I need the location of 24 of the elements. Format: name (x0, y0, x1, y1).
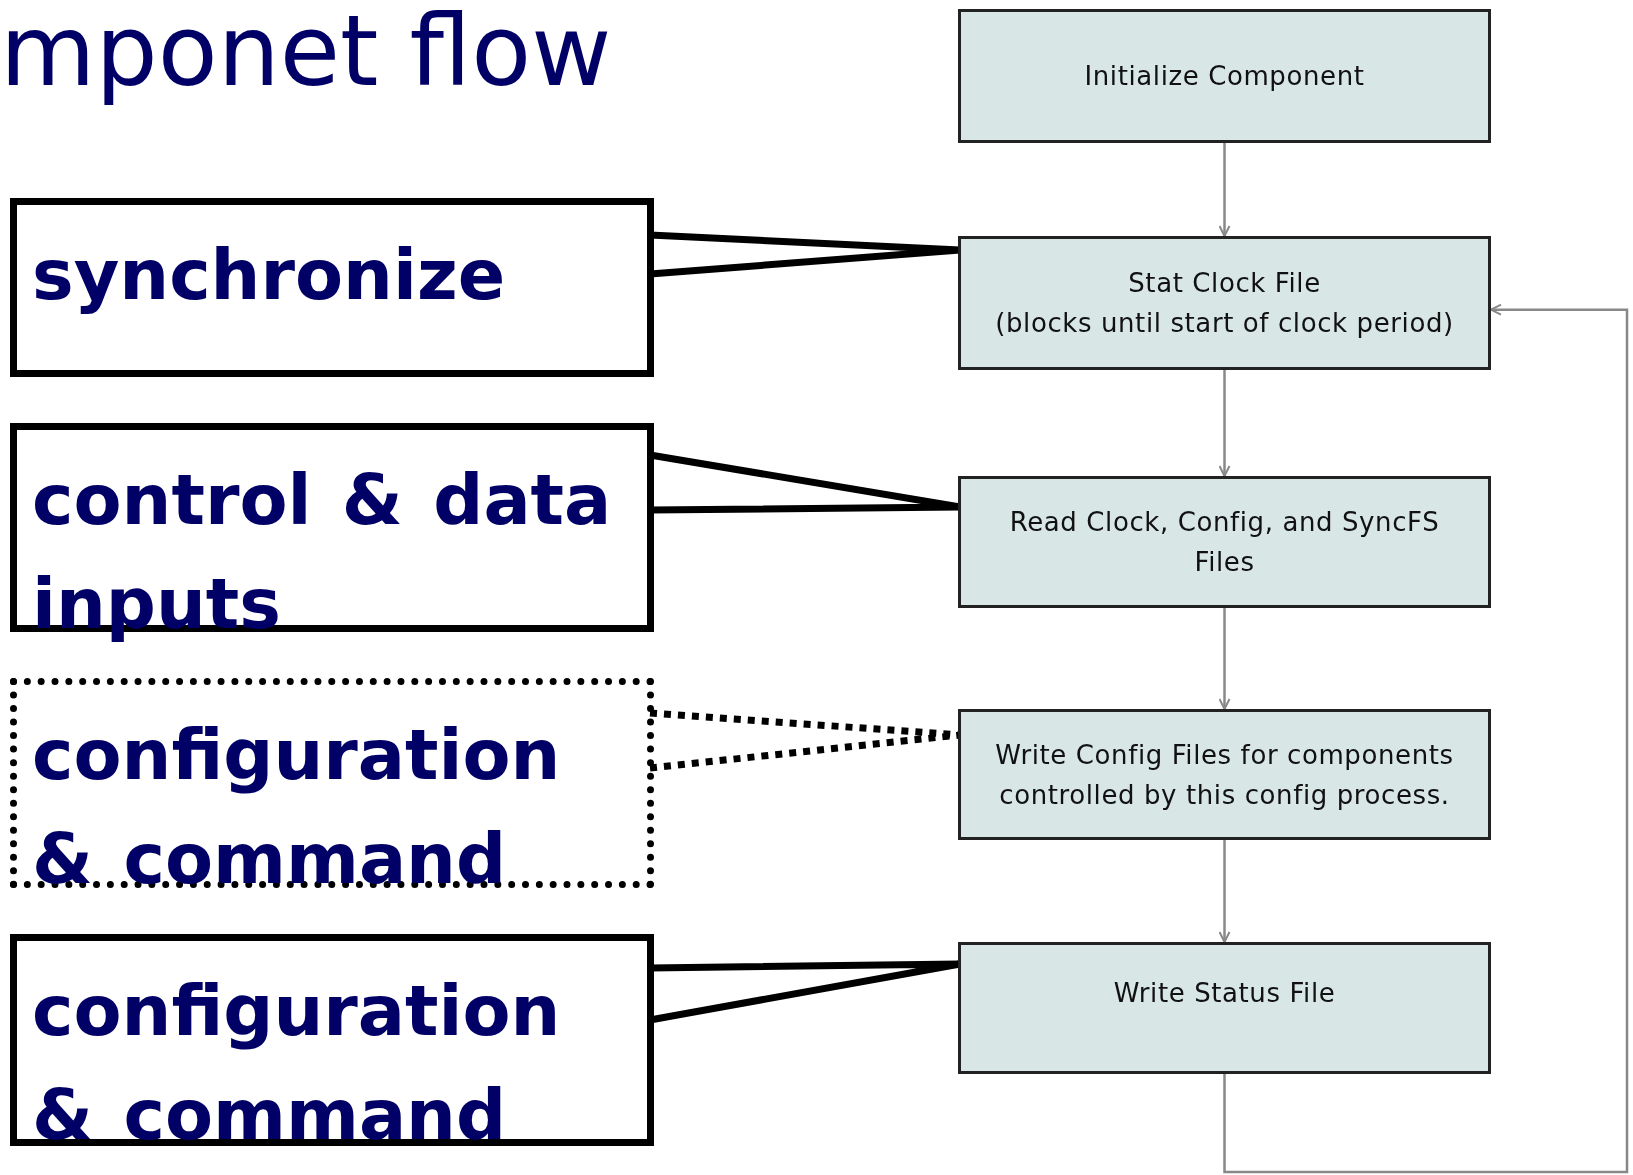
callout-text: configuration & command (32, 969, 562, 1158)
process-text: Read Clock, Config, and SyncFS Files (1008, 506, 1441, 579)
title: mponet flow (0, 0, 612, 108)
process-box (958, 236, 1491, 370)
callout-box (10, 198, 654, 377)
process-text: Stat Clock File (1127, 267, 1322, 300)
callout-box (10, 934, 654, 1146)
arrow (1218, 143, 1231, 237)
arrow (1218, 840, 1231, 943)
process-text: Write Config Files for components controlled by this config process. (994, 738, 1455, 812)
arrow (1218, 608, 1231, 710)
process-text: (blocks until start of clock period) (994, 307, 1455, 340)
callout-text: control & data inputs (32, 458, 613, 647)
process-box (958, 476, 1491, 608)
arrow (1218, 370, 1231, 477)
callout-box (10, 678, 654, 888)
arrow (1223, 303, 1629, 1174)
callout-text: synchronize (32, 233, 507, 318)
process-box (958, 942, 1491, 1074)
process-box (958, 709, 1491, 840)
process-box (958, 9, 1491, 143)
callout-text: configuration & command (32, 713, 562, 902)
process-text: Write Status File (1112, 977, 1337, 1010)
process-text: Initialize Component (1083, 60, 1366, 93)
